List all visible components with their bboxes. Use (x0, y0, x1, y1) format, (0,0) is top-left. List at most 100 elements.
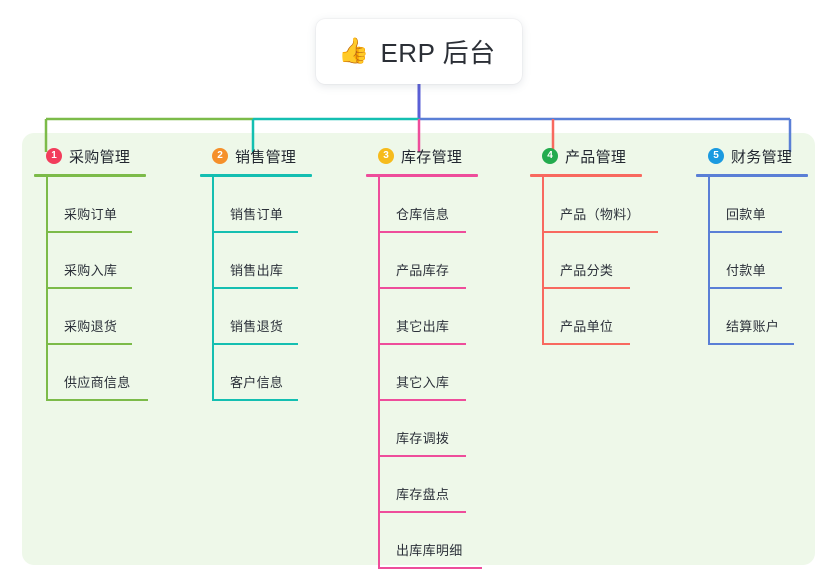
list-item-label: 采购退货 (64, 319, 118, 334)
thumbs-up-icon: 👍 (338, 37, 370, 65)
list-item[interactable]: 采购退货 (34, 289, 146, 345)
list-item-rule (46, 399, 148, 401)
column-spine (708, 177, 710, 345)
list-item[interactable]: 其它入库 (366, 345, 478, 401)
list-item-rule (378, 343, 466, 345)
list-item[interactable]: 客户信息 (200, 345, 312, 401)
list-item-rule (212, 343, 298, 345)
list-item-label: 产品单位 (560, 319, 614, 334)
list-item-rule (378, 287, 466, 289)
list-item-rule (46, 343, 132, 345)
column-title: 财务管理 (731, 148, 793, 166)
list-item-rule (378, 455, 466, 457)
column-title: 采购管理 (69, 148, 131, 166)
list-item-rule (46, 231, 132, 233)
list-item-rule (212, 399, 298, 401)
list-item-label: 付款单 (726, 263, 766, 278)
list-item-label: 供应商信息 (64, 375, 131, 390)
column-4: 4 产品管理产品（物料） 产品分类产品单位 (530, 145, 658, 345)
column-header-rule (530, 174, 642, 177)
list-item-label: 回款单 (726, 207, 766, 222)
list-item-label: 产品（物料） (560, 207, 640, 222)
list-item[interactable]: 供应商信息 (34, 345, 148, 401)
list-item-label: 产品库存 (396, 263, 450, 278)
list-item[interactable]: 销售退货 (200, 289, 312, 345)
column-items: 销售订单销售出库销售退货客户信息 (200, 177, 312, 401)
list-item-rule (378, 511, 466, 513)
list-item-label: 销售出库 (230, 263, 284, 278)
list-item-rule (212, 231, 298, 233)
list-item-label: 仓库信息 (396, 207, 450, 222)
list-item[interactable]: 仓库信息 (366, 177, 478, 233)
list-item-rule (212, 287, 298, 289)
column-header-5[interactable]: 5 财务管理 (696, 145, 808, 167)
column-1: 1 采购管理采购订单采购入库采购退货供应商信息 (34, 145, 148, 401)
column-header-rule (696, 174, 808, 177)
list-item-rule (708, 343, 794, 345)
list-item-rule (46, 287, 132, 289)
list-item-label: 其它出库 (396, 319, 450, 334)
column-spine (378, 177, 380, 569)
column-spine (46, 177, 48, 401)
column-title: 销售管理 (235, 148, 297, 166)
column-header-3[interactable]: 3 库存管理 (366, 145, 478, 167)
column-badge-number: 2 (212, 148, 228, 164)
column-3: 3 库存管理仓库信息产品库存其它出库其它入库库存调拨库存盘点出库库明细 (366, 145, 482, 569)
list-item[interactable]: 产品单位 (530, 289, 642, 345)
column-items: 采购订单采购入库采购退货供应商信息 (34, 177, 148, 401)
column-header-2[interactable]: 2 销售管理 (200, 145, 312, 167)
root-node-erp-backend[interactable]: 👍 ERP 后台 (316, 19, 522, 84)
list-item-label: 库存调拨 (396, 431, 450, 446)
list-item-label: 出库库明细 (396, 543, 463, 558)
list-item[interactable]: 库存盘点 (366, 457, 478, 513)
list-item-rule (542, 231, 658, 233)
list-item[interactable]: 采购入库 (34, 233, 146, 289)
column-badge-number: 5 (708, 148, 724, 164)
column-header-4[interactable]: 4 产品管理 (530, 145, 642, 167)
root-node-title: ERP 后台 (380, 38, 496, 68)
list-item-rule (378, 231, 466, 233)
list-item[interactable]: 其它出库 (366, 289, 478, 345)
column-title: 产品管理 (565, 148, 627, 166)
column-items: 仓库信息产品库存其它出库其它入库库存调拨库存盘点出库库明细 (366, 177, 482, 569)
column-spine (542, 177, 544, 345)
list-item[interactable]: 回款单 (696, 177, 808, 233)
list-item[interactable]: 付款单 (696, 233, 808, 289)
list-item-rule (708, 231, 782, 233)
list-item-rule (542, 343, 630, 345)
list-item[interactable]: 库存调拨 (366, 401, 478, 457)
column-badge-number: 4 (542, 148, 558, 164)
column-badge-number: 1 (46, 148, 62, 164)
list-item-label: 采购订单 (64, 207, 118, 222)
column-badge-number: 3 (378, 148, 394, 164)
list-item-rule (708, 287, 782, 289)
list-item-rule (378, 567, 482, 569)
list-item[interactable]: 产品分类 (530, 233, 642, 289)
column-5: 5 财务管理回款单付款单结算账户 (696, 145, 808, 345)
column-header-rule (34, 174, 146, 177)
list-item-rule (378, 399, 466, 401)
list-item[interactable]: 结算账户 (696, 289, 808, 345)
column-header-1[interactable]: 1 采购管理 (34, 145, 146, 167)
list-item[interactable]: 采购订单 (34, 177, 146, 233)
column-header-rule (200, 174, 312, 177)
list-item-label: 其它入库 (396, 375, 450, 390)
list-item[interactable]: 产品（物料） (530, 177, 658, 233)
list-item[interactable]: 销售订单 (200, 177, 312, 233)
list-item[interactable]: 出库库明细 (366, 513, 482, 569)
column-2: 2 销售管理销售订单销售出库销售退货客户信息 (200, 145, 312, 401)
list-item-label: 销售退货 (230, 319, 284, 334)
list-item-label: 客户信息 (230, 375, 284, 390)
list-item-label: 库存盘点 (396, 487, 450, 502)
list-item-label: 销售订单 (230, 207, 284, 222)
column-items: 产品（物料） 产品分类产品单位 (530, 177, 658, 345)
list-item-rule (542, 287, 630, 289)
list-item[interactable]: 产品库存 (366, 233, 478, 289)
column-title: 库存管理 (401, 148, 463, 166)
root-node-inner: 👍 ERP 后台 (338, 33, 495, 70)
content-panel (22, 133, 815, 565)
column-header-rule (366, 174, 478, 177)
list-item[interactable]: 销售出库 (200, 233, 312, 289)
column-spine (212, 177, 214, 401)
column-items: 回款单付款单结算账户 (696, 177, 808, 345)
